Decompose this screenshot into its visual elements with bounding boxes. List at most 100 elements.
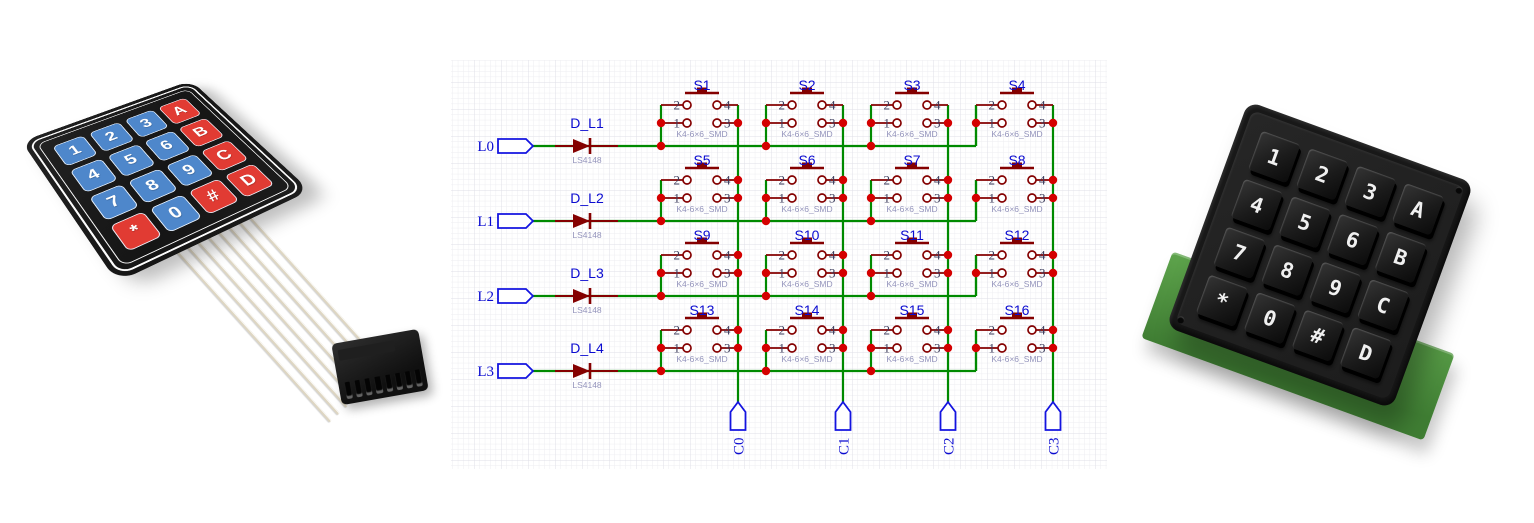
switch-ref-S5: S5	[693, 152, 710, 168]
switch-ref-S9: S9	[693, 227, 710, 243]
switch-pin-contact	[682, 325, 692, 335]
module-key-3: 3	[1343, 165, 1397, 219]
pin-number: 2	[884, 173, 891, 188]
pin-number: 2	[989, 323, 996, 338]
switch-part-label: K4-6×6_SMD	[991, 279, 1042, 289]
pin-number: 2	[674, 248, 681, 263]
switch-pin-contact	[1027, 118, 1037, 128]
junction-dot	[838, 268, 848, 278]
row-port-L1	[497, 213, 535, 229]
switch-part-label: K4-6×6_SMD	[781, 204, 832, 214]
pin-number: 3	[829, 191, 836, 206]
connector-slots	[344, 369, 423, 400]
connector-pin-slot	[384, 374, 394, 393]
junction-dot	[866, 118, 876, 128]
junction-dot	[866, 216, 876, 226]
pin-number: 2	[989, 98, 996, 113]
connector-pin-slot	[374, 376, 384, 394]
pin-number: 3	[1039, 341, 1046, 356]
column-port-label-C2: C2	[942, 437, 958, 455]
pin-number: 4	[934, 248, 941, 263]
pin-number: 4	[829, 248, 836, 263]
junction-dot	[866, 193, 876, 203]
switch-part-label: K4-6×6_SMD	[991, 354, 1042, 364]
junction-dot	[838, 118, 848, 128]
diode-part-D_L1: LS4148	[572, 155, 602, 165]
pin-number: 1	[674, 116, 681, 131]
switch-pin-contact	[997, 343, 1007, 353]
switch-ref-S11: S11	[900, 227, 924, 243]
switch-pin-contact	[922, 100, 932, 110]
switch-pin-contact	[922, 250, 932, 260]
switch-ref-S15: S15	[900, 302, 925, 318]
keypad-matrix-schematic: .lblB{font:14px "Liberation Sans",sans-s…	[447, 55, 1107, 470]
junction-dot	[1048, 343, 1058, 353]
junction-dot	[761, 118, 771, 128]
switch-part-label: K4-6×6_SMD	[781, 279, 832, 289]
diode-ref-D_L3: D_L3	[570, 265, 604, 281]
switch-part-label: K4-6×6_SMD	[676, 129, 727, 139]
pin-number: 4	[1039, 173, 1046, 188]
pin-number: 3	[934, 266, 941, 281]
junction-dot	[943, 118, 953, 128]
row-port-L3	[497, 363, 535, 379]
switch-pin-contact	[712, 250, 722, 260]
pin-number: 3	[1039, 191, 1046, 206]
diode-body-D_L4	[573, 364, 590, 378]
module-key-4: 4	[1230, 178, 1284, 232]
module-key-D: D	[1339, 326, 1392, 380]
row-port-label-L1: L1	[477, 214, 494, 230]
switch-pin-contact	[787, 118, 797, 128]
switch-part-label: K4-6×6_SMD	[676, 279, 727, 289]
switch-pin-contact	[787, 193, 797, 203]
pin-number: 1	[674, 191, 681, 206]
switch-pin-contact	[892, 268, 902, 278]
switch-actuator-bump	[907, 237, 917, 243]
switch-pin-contact	[682, 268, 692, 278]
pin-number: 3	[934, 191, 941, 206]
switch-actuator-bump	[907, 87, 917, 93]
switch-actuator-bump	[907, 162, 917, 168]
switch-pin-contact	[817, 325, 827, 335]
junction-dot	[866, 366, 876, 376]
junction-dot	[1048, 325, 1058, 335]
connector-pin-slot	[413, 369, 423, 387]
pin-number: 4	[724, 323, 731, 338]
junction-dot	[656, 216, 666, 226]
switch-ref-S10: S10	[795, 227, 820, 243]
switch-ref-S7: S7	[903, 152, 920, 168]
switch-pin-contact	[892, 193, 902, 203]
switch-part-label: K4-6×6_SMD	[781, 354, 832, 364]
switch-ref-S6: S6	[798, 152, 815, 168]
switch-pin-contact	[787, 268, 797, 278]
switch-part-label: K4-6×6_SMD	[991, 204, 1042, 214]
column-port-C0	[729, 400, 747, 431]
junction-dot	[656, 291, 666, 301]
switch-pin-contact	[1027, 268, 1037, 278]
junction-dot	[866, 141, 876, 151]
pin-number: 3	[829, 266, 836, 281]
switch-pin-contact	[1027, 100, 1037, 110]
diode-part-D_L4: LS4148	[572, 380, 602, 390]
switch-pin-contact	[817, 250, 827, 260]
junction-dot	[866, 268, 876, 278]
pin-number: 3	[829, 341, 836, 356]
schematic-canvas: .lblB{font:14px "Liberation Sans",sans-s…	[451, 60, 1107, 469]
pin-number: 3	[934, 116, 941, 131]
pin-number: 4	[934, 173, 941, 188]
switch-ref-S12: S12	[1005, 227, 1030, 243]
junction-dot	[656, 343, 666, 353]
diode-part-D_L3: LS4148	[572, 305, 602, 315]
junction-dot	[761, 268, 771, 278]
ribbon-wire	[200, 227, 357, 401]
switch-pin-contact	[1027, 325, 1037, 335]
pin-number: 2	[779, 98, 786, 113]
switch-ref-S8: S8	[1008, 152, 1025, 168]
pin-number: 3	[829, 116, 836, 131]
switch-part-label: K4-6×6_SMD	[781, 129, 832, 139]
